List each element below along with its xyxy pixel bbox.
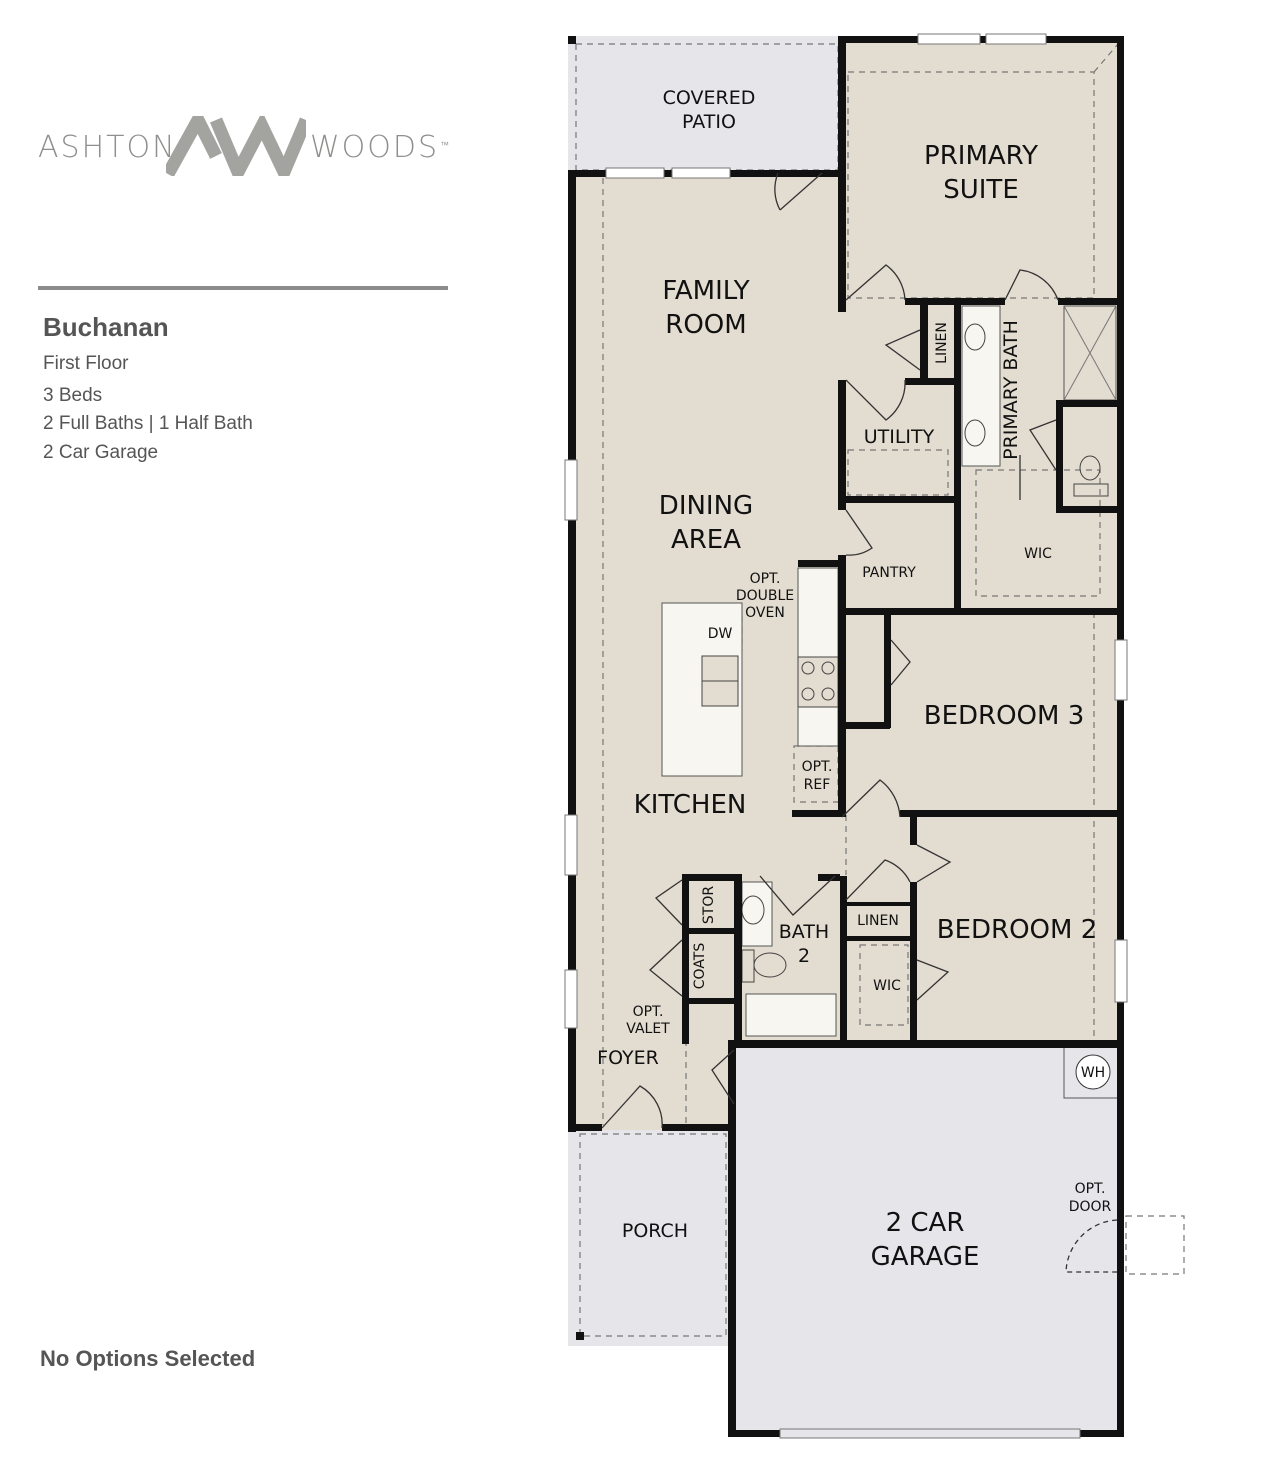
covered-patio-area	[568, 36, 840, 172]
label-garage-1: 2 CAR	[886, 1208, 965, 1238]
label-utility: UTILITY	[864, 426, 935, 448]
cooktop-icon	[797, 656, 839, 708]
label-family-room-1: FAMILY	[662, 276, 749, 306]
label-bath-2-1: BATH	[779, 921, 829, 943]
label-kitchen: KITCHEN	[634, 790, 747, 820]
label-dining-area-1: DINING	[659, 491, 753, 521]
kitchen-fixtures	[661, 305, 1119, 1099]
label-primary-bath: PRIMARY BATH	[1000, 320, 1022, 460]
label-wh: WH	[1081, 1065, 1105, 1081]
right-wing-area	[840, 36, 1122, 1042]
label-stor: STOR	[701, 886, 717, 924]
label-primary-suite-2: SUITE	[943, 175, 1019, 205]
toilet-icon	[1079, 455, 1101, 481]
logo-word-left: ASHTON	[38, 130, 177, 165]
plan-garage: 2 Car Garage	[43, 442, 159, 463]
toilet-icon	[753, 952, 787, 978]
label-linen-primary: LINEN	[934, 322, 950, 364]
label-bath-2-2: 2	[798, 945, 810, 967]
ashton-woods-logo: ASHTON WOODS ™	[38, 112, 458, 182]
label-covered-patio-1: COVERED	[663, 87, 756, 109]
label-covered-patio-2: PATIO	[682, 111, 736, 133]
label-wic-primary: WIC	[1024, 546, 1052, 562]
label-foyer: FOYER	[597, 1047, 659, 1069]
plan-baths: 2 Full Baths | 1 Half Bath	[43, 413, 253, 434]
label-opt-ref-2: REF	[804, 777, 831, 793]
label-opt-double-oven-1: OPT.	[750, 571, 781, 587]
label-family-room-2: ROOM	[665, 310, 746, 340]
label-opt-ref-1: OPT.	[802, 759, 833, 775]
sink-icon	[964, 419, 986, 447]
label-opt-door-1: OPT.	[1075, 1181, 1106, 1197]
label-dining-area-2: AREA	[671, 525, 741, 555]
label-opt-valet-1: OPT.	[633, 1004, 664, 1020]
label-linen-hall: LINEN	[857, 913, 899, 929]
label-primary-suite-1: PRIMARY	[924, 141, 1038, 171]
sink-icon	[964, 323, 986, 351]
room-labels: COVERED PATIO PRIMARY SUITE FAMILY ROOM …	[597, 87, 1111, 1272]
double-vanity	[961, 305, 1001, 467]
windows	[564, 33, 1128, 1439]
label-porch: PORCH	[622, 1220, 688, 1242]
label-dw: DW	[708, 626, 733, 642]
label-coats: COATS	[692, 943, 708, 990]
label-opt-valet-2: VALET	[626, 1021, 670, 1037]
label-pantry: PANTRY	[862, 565, 916, 581]
aw-mark-icon	[166, 116, 306, 176]
plan-name: Buchanan	[43, 312, 169, 342]
trademark: ™	[440, 140, 449, 150]
divider	[38, 286, 448, 290]
bath2-sink	[741, 881, 773, 947]
plan-floor: First Floor	[43, 353, 129, 374]
label-garage-2: GARAGE	[871, 1242, 980, 1272]
label-opt-door-2: DOOR	[1069, 1199, 1112, 1215]
label-bedroom-3: BEDROOM 3	[924, 701, 1085, 731]
porch-area	[568, 1128, 730, 1346]
label-wic-bed2: WIC	[873, 978, 901, 994]
label-opt-double-oven-3: OVEN	[745, 605, 785, 621]
doors	[601, 172, 1118, 1273]
bathtub-icon	[745, 993, 837, 1037]
options-status: No Options Selected	[40, 1346, 256, 1371]
label-opt-double-oven-2: DOUBLE	[736, 588, 794, 604]
garage-area	[730, 1040, 1122, 1436]
floor-areas	[568, 36, 1122, 1436]
plan-beds: 3 Beds	[43, 385, 103, 406]
logo-word-right: WOODS	[310, 130, 440, 165]
label-bedroom-2: BEDROOM 2	[937, 915, 1098, 945]
water-heater-icon	[1075, 1054, 1111, 1090]
